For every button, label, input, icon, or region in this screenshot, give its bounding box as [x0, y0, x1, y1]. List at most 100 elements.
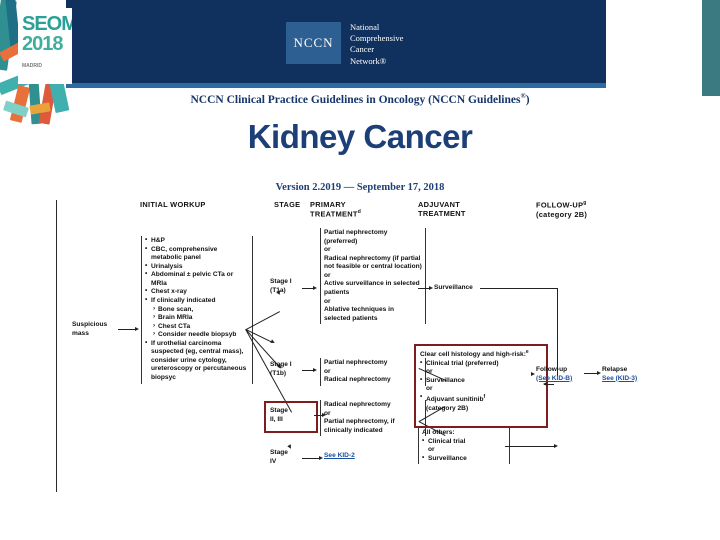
- registered-mark: ®: [520, 92, 526, 100]
- link-kid-b[interactable]: (See KID-B): [536, 374, 573, 382]
- stage-name: Stage I: [270, 361, 292, 368]
- list-item: Urinalysis: [145, 262, 249, 272]
- arrowhead-treatment-23: [322, 412, 326, 417]
- link-stage4-kid2: See KID-2: [324, 452, 355, 461]
- node-adjuvant-all-others: All others: Clinical trial or Surveillan…: [418, 428, 510, 465]
- page-title: Kidney Cancer: [247, 118, 473, 155]
- arrowhead-relapse: [597, 370, 601, 375]
- seom-logo-line2: 2018: [22, 33, 63, 55]
- footnote-marker-e: e: [525, 349, 529, 355]
- column-header-adjuvant-treatment: ADJUVANT TREATMENT: [418, 200, 466, 219]
- or-separator-3: or: [428, 446, 435, 454]
- stage-name: Stage I: [270, 278, 292, 285]
- node-adjuvant-highrisk: Clear cell histology and high-risk:e Cli…: [420, 349, 540, 413]
- list-item: If urothelial carcinoma suspected (eg, c…: [145, 339, 249, 383]
- list-item-text: Adjuvant sunitinib: [426, 396, 484, 404]
- edge-stage23-to-treatment: [314, 415, 323, 416]
- subtitle-close-paren: ): [525, 93, 530, 106]
- list-item: If clinically indicated: [145, 296, 249, 306]
- seom-logo-line1: SEOM: [22, 13, 72, 35]
- stage-name: Stage: [270, 407, 288, 414]
- edge-stage1a-to-treatment: [302, 288, 314, 289]
- workup-sub-item-list: Bone scan, Brain MRIa Chest CTa Consider…: [151, 305, 249, 340]
- list-item: Clinical trial: [422, 437, 506, 447]
- adjuvant-highrisk-heading-text: Clear cell histology and high-risk:: [420, 351, 526, 359]
- nccn-logo: NCCN National Comprehensive Cancer Netwo…: [286, 22, 403, 67]
- node-primary-treatment-stage23: Radical nephrectomy or Partial nephrecto…: [320, 400, 426, 437]
- nccn-logo-wordmark: National Comprehensive Cancer Network®: [350, 22, 404, 66]
- edge-surveillance-to-followup: [480, 288, 558, 289]
- edge-stage4-to-link: [302, 458, 320, 459]
- adjuvant-others-list-2: Surveillance: [422, 454, 506, 464]
- stage-qualifier: II, III: [270, 415, 283, 423]
- nccn-header-rule: [66, 83, 606, 88]
- column-header-followup-text: FOLLOW-UP: [536, 200, 584, 210]
- column-header-primary-treatment-text: PRIMARY TREATMENT: [310, 200, 358, 219]
- edge-treatment-to-surveillance: [418, 288, 430, 289]
- algorithm-flowchart: INITIAL WORKUP STAGE PRIMARY TREATMENTd …: [56, 196, 660, 496]
- list-item: Chest x-ray: [145, 287, 249, 297]
- adjuvant-highrisk-list-3: Adjuvant sunitinibf: [420, 393, 540, 405]
- arrowhead-followup-left: [531, 371, 535, 376]
- arrowhead-stage4-link: [319, 455, 323, 460]
- list-item: Clinical trial (preferred): [420, 359, 540, 369]
- node-initial-workup: H&P CBC, comprehensive metabolic panel U…: [141, 236, 253, 384]
- arrowhead-entry: [135, 326, 139, 331]
- highlight-box-adjuvant-highrisk: [414, 344, 548, 428]
- chart-left-border: [56, 200, 57, 492]
- nccn-logo-mark-text: NCCN: [293, 35, 334, 50]
- node-primary-treatment-t1a: Partial nephrectomy (preferred) or Radic…: [320, 228, 426, 325]
- adjuvant-highrisk-heading: Clear cell histology and high-risk:e: [420, 349, 540, 360]
- version-line: Version 2.2019 — September 17, 2018: [275, 182, 445, 193]
- column-header-followup-note: (category 2B): [536, 209, 588, 219]
- node-relapse: Relapse See (KID-3): [602, 366, 637, 383]
- list-item: Surveillance: [420, 376, 540, 386]
- column-header-followup: FOLLOW-UPg (category 2B): [536, 200, 587, 219]
- adjuvant-others-heading: All others:: [422, 429, 455, 436]
- link-kid-3[interactable]: See (KID-3): [602, 374, 638, 382]
- arrowhead-highrisk-in: [543, 381, 547, 386]
- guidelines-subtitle-text: NCCN Clinical Practice Guidelines in Onc…: [190, 93, 521, 106]
- node-stage-1-t1b: Stage I (T1b): [270, 361, 292, 378]
- list-item: Brain MRIa: [151, 313, 249, 323]
- list-item: Surveillance: [422, 454, 506, 464]
- arrowhead-surveillance: [429, 285, 433, 290]
- footnote-marker-g: g: [583, 200, 587, 206]
- or-separator: or: [426, 368, 433, 376]
- column-header-primary-treatment: PRIMARY TREATMENTd: [310, 200, 361, 219]
- highlight-box-stage-2-3: [264, 401, 318, 433]
- list-item: H&P: [145, 236, 249, 246]
- right-edge-accent: [702, 0, 720, 96]
- nccn-logo-mark: NCCN: [286, 22, 341, 64]
- node-adjuvant-surveillance: Surveillance: [434, 284, 473, 291]
- node-stage-4: Stage IV: [270, 449, 288, 466]
- link-text[interactable]: See KID-2: [324, 452, 355, 459]
- seom-logo-artwork: SEOM 2018 MADRID: [0, 0, 72, 128]
- node-suspicious-mass: Suspicious mass: [72, 321, 108, 337]
- node-stage-1-t1a: Stage I (T1a): [270, 278, 292, 295]
- list-item: Consider needle biopsyb: [151, 330, 249, 340]
- edge-followup-vertical: [557, 288, 558, 376]
- list-item: Chest CTa: [151, 322, 249, 332]
- column-header-stage: STAGE: [274, 200, 301, 209]
- edge-entry-to-workup: [118, 329, 136, 330]
- list-item: Adjuvant sunitinibf: [420, 393, 540, 405]
- node-followup: Follow-up (See KID-B): [536, 366, 572, 383]
- workup-item-list: H&P CBC, comprehensive metabolic panel U…: [145, 236, 249, 306]
- edge-others-to-followup: [505, 446, 555, 447]
- adjuvant-others-list: Clinical trial: [422, 437, 506, 447]
- list-item: Abdominal ± pelvic CTa or MRIa: [145, 270, 249, 288]
- edge-highrisk-out: [544, 384, 554, 385]
- arrowhead-treatment-1b: [313, 367, 317, 372]
- column-header-initial-workup: INITIAL WORKUP: [140, 200, 206, 209]
- adjuvant-highrisk-list: Clinical trial (preferred): [420, 359, 540, 369]
- stage-name: Stage: [270, 449, 288, 456]
- stage-qualifier: (T1a): [270, 286, 286, 294]
- seom-logo-text: SEOM 2018 MADRID: [22, 14, 72, 69]
- stage-qualifier: IV: [270, 457, 277, 465]
- relapse-label: Relapse: [602, 366, 628, 373]
- guidelines-subtitle: NCCN Clinical Practice Guidelines in Onc…: [0, 92, 720, 106]
- arrowhead-others-followup: [554, 443, 558, 448]
- edge-stage1b-to-treatment: [302, 370, 314, 371]
